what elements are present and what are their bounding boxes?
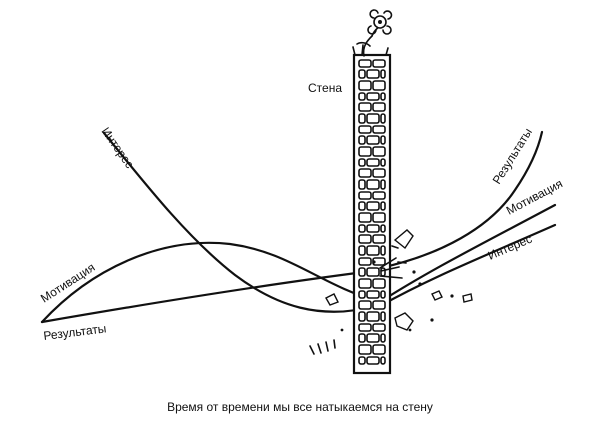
wall-brick <box>372 168 386 178</box>
wall-brick <box>372 278 386 289</box>
wall-brick <box>366 179 380 190</box>
results-left-label: Результаты <box>43 321 107 343</box>
wall-brick <box>372 59 386 68</box>
wall-brick <box>372 300 386 310</box>
wall-brick <box>366 245 380 256</box>
wall-brick <box>358 135 366 145</box>
wall-brick <box>358 125 372 134</box>
wall-label: Стена <box>308 81 342 95</box>
interest-right-label: Интерес <box>486 232 534 263</box>
wall-brick <box>366 135 380 145</box>
wall-brick <box>380 179 386 190</box>
wall-brick <box>380 290 386 299</box>
wall-brick <box>358 158 366 167</box>
wall-brick <box>358 278 372 289</box>
wall-brick <box>372 234 386 244</box>
wall-brick <box>358 290 366 299</box>
wall-brick <box>358 179 366 190</box>
wall-brick <box>366 311 380 322</box>
wall-brick <box>358 311 366 322</box>
motivation-curve-left <box>40 241 382 324</box>
wall-diagram: Стена Интерес Мотивация Результаты Резул… <box>38 9 565 375</box>
wall-brick <box>380 135 386 145</box>
wall-brick <box>380 267 386 277</box>
wall-brick <box>372 344 386 355</box>
wall-brick <box>380 158 386 167</box>
wall-brick <box>358 300 372 310</box>
wall-brick <box>380 333 386 343</box>
caption: Время от времени мы все натыкаемся на ст… <box>167 400 433 414</box>
motivation-curve-right <box>378 203 557 304</box>
wall-brick <box>372 102 386 112</box>
wall-brick <box>366 158 380 167</box>
interest-curve-left <box>102 131 382 313</box>
wall-brick <box>358 333 366 343</box>
results-curve-left <box>40 268 382 324</box>
wall-brick <box>380 224 386 233</box>
wall-brick <box>358 113 366 124</box>
wall-brick <box>380 201 386 211</box>
wall-brick <box>358 80 372 91</box>
wall-brick <box>366 113 380 124</box>
wall-brick <box>358 356 366 365</box>
wall-brick <box>366 69 380 79</box>
wall-brick <box>358 92 366 101</box>
wall-brick <box>380 113 386 124</box>
wall-brick <box>358 257 372 266</box>
wall-brick <box>372 323 386 332</box>
wall-brick <box>380 311 386 322</box>
wall-brick <box>358 234 372 244</box>
wall-brick <box>380 245 386 256</box>
wall-brick <box>380 356 386 365</box>
wall-brick <box>372 146 386 157</box>
wall-brick <box>372 80 386 91</box>
wall-brick <box>372 191 386 200</box>
wall-brick <box>358 344 372 355</box>
wall-brick <box>372 125 386 134</box>
results-curve-right <box>378 130 544 270</box>
wall-brick <box>358 146 372 157</box>
wall-brick <box>358 191 372 200</box>
wall-brick <box>366 356 380 365</box>
wall-brick <box>366 224 380 233</box>
flower-icon <box>352 9 393 57</box>
wall-brick <box>358 212 372 223</box>
wall-brick <box>366 92 380 101</box>
interest-curve-right <box>378 223 557 308</box>
impact-debris <box>309 229 473 355</box>
wall-brick <box>358 201 366 211</box>
wall-brick <box>358 323 372 332</box>
wall-brick <box>358 245 366 256</box>
wall-brick <box>380 92 386 101</box>
wall-brick <box>358 59 372 68</box>
wall-brick <box>358 102 372 112</box>
wall-brick <box>358 267 366 277</box>
motivation-right-label: Мотивация <box>504 176 565 217</box>
wall-brick <box>358 69 366 79</box>
results-right-label: Результаты <box>490 126 535 187</box>
brick-wall <box>352 53 392 375</box>
wall-brick <box>358 224 366 233</box>
wall-brick <box>358 168 372 178</box>
wall-brick <box>366 290 380 299</box>
wall-brick <box>380 69 386 79</box>
wall-brick <box>366 267 380 277</box>
wall-brick <box>366 201 380 211</box>
interest-left-label: Интерес <box>99 125 137 171</box>
wall-brick <box>366 333 380 343</box>
wall-brick <box>372 212 386 223</box>
